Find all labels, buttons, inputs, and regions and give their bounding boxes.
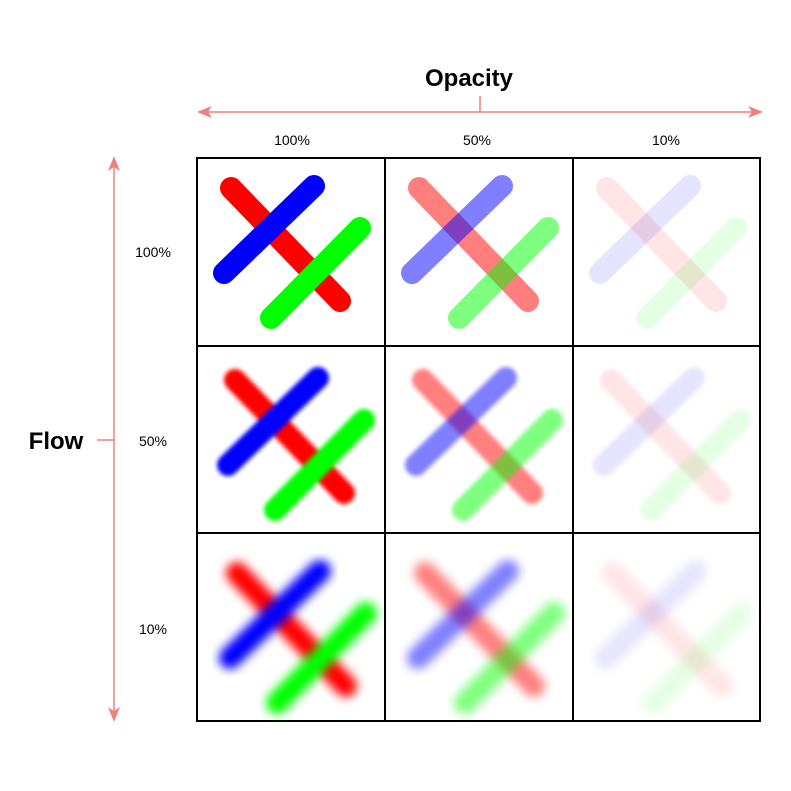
flow-axis-bottom-arrowhead [108, 707, 120, 722]
blue-stroke [219, 560, 331, 669]
blue-stroke [589, 175, 701, 284]
flow-label-100: 100% [135, 244, 171, 260]
green-stroke [260, 217, 371, 329]
opacity-label-10: 10% [652, 132, 680, 148]
green-stroke [264, 409, 375, 521]
blue-stroke [217, 367, 329, 476]
grid-cell-flow-100-opacity-50 [384, 157, 574, 347]
flow-axis-top-arrowhead [108, 156, 120, 171]
opacity-axis-right-arrowhead [748, 106, 763, 118]
opacity-axis: Opacity 100% 50% 10% [197, 65, 763, 148]
green-stroke [454, 602, 565, 714]
blue-stroke [405, 367, 517, 476]
grid-cell-flow-50-opacity-50 [384, 345, 574, 534]
sample-grid [196, 157, 761, 722]
opacity-axis-left-arrowhead [197, 106, 212, 118]
opacity-axis-title: Opacity [425, 65, 514, 92]
green-stroke [640, 409, 751, 521]
grid-cell-flow-10-opacity-100 [196, 532, 386, 722]
flow-axis-title: Flow [29, 428, 84, 455]
flow-label-10: 10% [139, 621, 167, 637]
opacity-label-50: 50% [463, 132, 491, 148]
green-stroke [636, 217, 747, 329]
green-stroke [642, 602, 753, 714]
grid-cell-border [572, 157, 761, 347]
grid-cell-flow-50-opacity-10 [572, 345, 761, 534]
blue-stroke [593, 367, 705, 476]
green-stroke [266, 602, 377, 714]
blue-stroke [407, 560, 519, 669]
grid-cell-flow-50-opacity-100 [196, 345, 386, 534]
red-stroke [596, 177, 727, 312]
blue-stroke [595, 560, 707, 669]
green-stroke [448, 217, 559, 329]
grid-cell-flow-10-opacity-10 [572, 532, 761, 722]
blue-stroke [213, 175, 325, 284]
grid-cell-flow-10-opacity-50 [384, 532, 574, 722]
grid-cell-flow-100-opacity-100 [196, 157, 386, 347]
green-stroke [452, 409, 563, 521]
blue-stroke [401, 175, 513, 284]
opacity-label-100: 100% [274, 132, 310, 148]
flow-label-50: 50% [139, 433, 167, 449]
flow-axis: Flow 100% 50% 10% [29, 156, 171, 722]
grid-cell-flow-100-opacity-10 [572, 157, 761, 347]
